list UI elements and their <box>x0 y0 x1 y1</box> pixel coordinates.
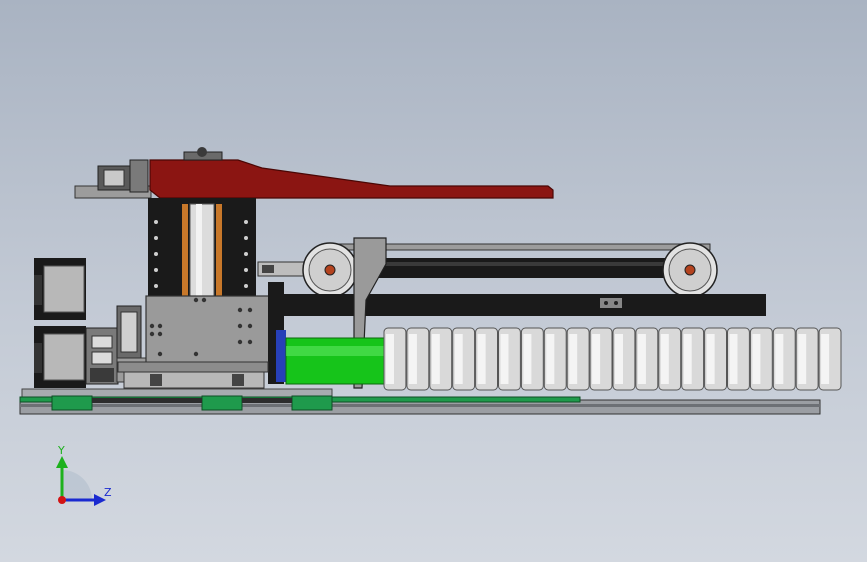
roller-disc-highlight <box>660 334 669 384</box>
roller-disc-highlight <box>637 334 646 384</box>
disc-roller-stack <box>383 327 842 391</box>
carriage-plate <box>145 295 281 365</box>
stepper-motor-lower <box>34 326 86 388</box>
roller-disc-highlight <box>752 334 761 384</box>
roller-disc-highlight <box>500 334 509 384</box>
belt-conveyor <box>257 243 711 278</box>
roller-disc-highlight <box>592 334 601 384</box>
x-axis-dot <box>58 496 66 504</box>
carriage-base-clamp <box>117 361 269 389</box>
roller-disc-highlight <box>615 334 624 384</box>
roller-disc-highlight <box>546 334 555 384</box>
roller-disc-highlight <box>569 334 578 384</box>
vertical-column-frame <box>148 198 256 299</box>
roller-disc-highlight <box>431 334 440 384</box>
roller-disc-highlight <box>821 334 830 384</box>
roller-disc-highlight <box>798 334 807 384</box>
pulley-left <box>302 242 358 298</box>
z-axis-label: Z <box>104 486 112 499</box>
roller-disc-highlight <box>729 334 738 384</box>
linear-guide-blocks <box>51 395 333 411</box>
roller-disc-highlight <box>523 334 532 384</box>
green-roller <box>285 337 387 385</box>
column-bolt-strip-right <box>244 220 248 288</box>
z-arrow-head <box>94 494 106 506</box>
roller-disc-highlight <box>386 334 395 384</box>
top-motor-mount <box>74 159 152 199</box>
roller-disc-highlight <box>408 334 417 384</box>
conveyor-support-beam <box>282 294 766 316</box>
y-axis-label: Y <box>57 444 65 457</box>
roller-disc-highlight <box>683 334 692 384</box>
orientation-triad: Y Z <box>56 444 112 506</box>
roller-disc-highlight <box>775 334 784 384</box>
carriage-side-bracket <box>268 282 286 384</box>
red-swing-arm <box>149 147 554 199</box>
roller-disc-highlight <box>454 334 463 384</box>
gear-reducer-assembly <box>85 305 148 385</box>
roller-disc-highlight <box>706 334 715 384</box>
y-arrow-head <box>56 456 68 468</box>
stepper-motor-upper <box>34 258 86 320</box>
pulley-right <box>662 242 718 298</box>
column-bolt-strip-left <box>154 220 158 288</box>
roller-disc-highlight <box>477 334 486 384</box>
